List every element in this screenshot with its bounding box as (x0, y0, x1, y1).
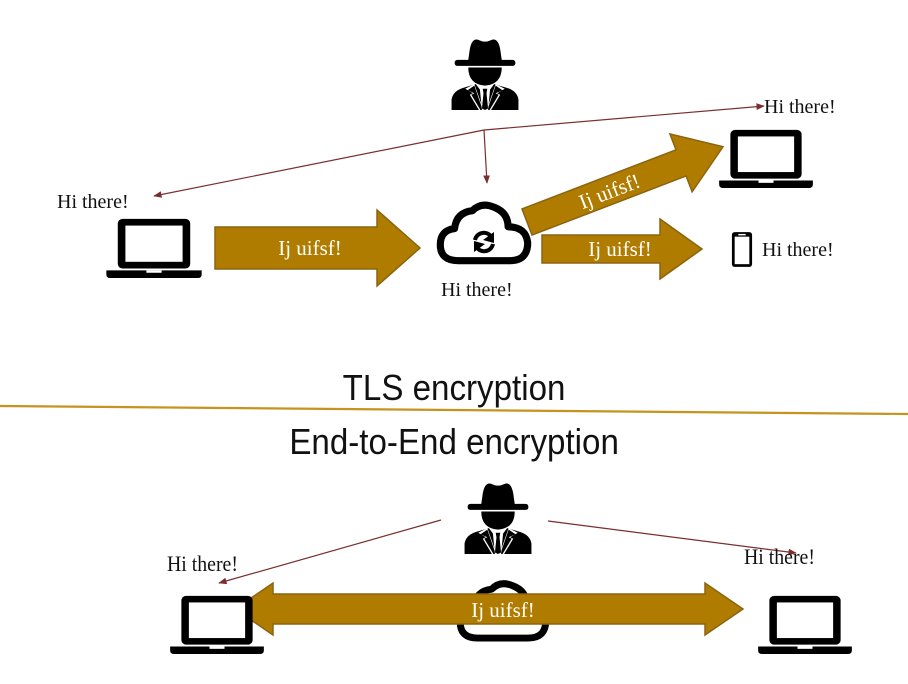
tls-intercept-line-sender (153, 129, 485, 198)
tls-arrow-server-to-laptop: Ij uifsf! (521, 132, 725, 237)
tls-arrow-sender-to-server (214, 208, 422, 288)
tls-intercept-line-laptop (483, 103, 765, 131)
e2e-right-laptop-icon (758, 595, 852, 654)
e2e-double-arrow (233, 581, 745, 637)
tls-sender-plaintext-label: Hi there! (57, 191, 129, 213)
e2e-section-title: End-to-End encryption (0, 424, 908, 460)
e2e-left-plaintext-label: Hi there! (167, 551, 238, 576)
tls-phone-plaintext-label: Hi there! (762, 239, 834, 261)
e2e-intercept-line-right (547, 520, 797, 556)
e2e-intercept-line-left (218, 519, 442, 585)
e2e-title-text: End-to-End encryption (289, 421, 619, 462)
tls-recipient-laptop-icon (719, 129, 813, 188)
tls-section-title: TLS encryption (0, 370, 908, 406)
e2e-attacker-spy-icon (464, 483, 532, 554)
tls-intercept-line-server (483, 129, 490, 184)
section-divider (0, 404, 908, 416)
tls-laptop-plaintext-label: Hi there! (764, 96, 836, 118)
e2e-arrow-text: Ij uifsf! (471, 598, 535, 622)
tls-title-text: TLS encryption (342, 367, 566, 408)
e2e-left-laptop-icon (170, 595, 264, 654)
tls-arrow-text-1: Ij uifsf! (278, 236, 342, 260)
tls-server-cloud-sync-icon (440, 205, 527, 261)
tls-server-plaintext-label: Hi there! (441, 279, 513, 301)
tls-arrow-server-to-phone (541, 217, 704, 281)
tls-arrow-text-3: Ij uifsf! (588, 237, 652, 261)
tls-recipient-smartphone-icon (731, 232, 753, 267)
e2e-right-plaintext-label: Hi there! (744, 544, 815, 569)
tls-attacker-spy-icon (451, 39, 519, 110)
tls-sender-laptop-icon (106, 218, 202, 278)
